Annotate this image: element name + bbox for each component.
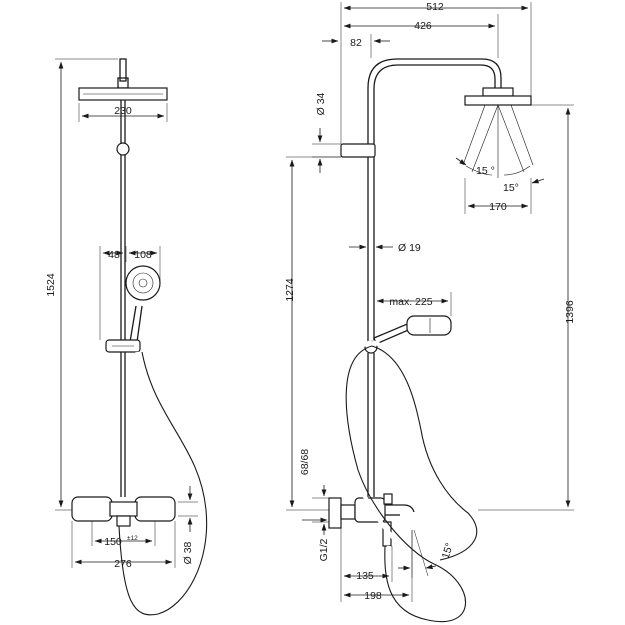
front-dimensions: 1524 230 48 108 150 ±12 276 xyxy=(45,58,198,570)
side-dimensions: 512 426 82 Ø 34 Ø 19 1274 xyxy=(284,1,576,602)
dim-arm-reach: 426 xyxy=(414,20,432,32)
dim-valve-spacing: 150 xyxy=(104,536,122,548)
dim-connection-spacing: 68/68 xyxy=(299,449,311,475)
dim-total-height: 1524 xyxy=(45,273,57,297)
front-hose xyxy=(118,351,208,616)
dim-spray-angle-a: 15 ° xyxy=(476,165,495,177)
side-spray-pattern xyxy=(462,104,534,178)
dim-handshower-offset: 48 xyxy=(108,249,120,261)
dim-handshower-diameter: 108 xyxy=(134,249,152,261)
dim-valve-tolerance: ±12 xyxy=(127,535,138,542)
dim-riser-diameter: Ø 19 xyxy=(398,242,421,254)
dim-total-projection: 512 xyxy=(426,1,444,13)
dim-spout-length: 198 xyxy=(364,590,382,602)
side-shower-column xyxy=(328,58,532,547)
dim-head-height: 1396 xyxy=(564,300,576,324)
front-shower-column xyxy=(78,58,168,497)
dim-wall-offset: 82 xyxy=(350,37,362,49)
dim-spray-angle-b: 15° xyxy=(503,182,519,194)
dim-valve-width: 276 xyxy=(114,558,132,570)
dim-spout-angle: 15° xyxy=(440,542,456,561)
front-hand-shower xyxy=(105,265,161,353)
dim-rail-height: 1274 xyxy=(284,278,296,302)
front-thermostat-valve xyxy=(71,496,176,527)
dim-thread: G1/2 xyxy=(318,538,330,561)
dim-head-diameter: 230 xyxy=(114,105,132,117)
dim-valve-diameter: Ø 38 xyxy=(182,541,194,564)
front-view: 1524 230 48 108 150 ±12 276 xyxy=(45,58,208,616)
side-view: 512 426 82 Ø 34 Ø 19 1274 xyxy=(284,1,576,623)
side-hand-shower xyxy=(373,315,452,345)
dim-head-width: 170 xyxy=(489,201,507,213)
dim-pipe-diameter: Ø 34 xyxy=(315,92,327,115)
dim-spout-reach: 135 xyxy=(356,570,374,582)
dim-hand-reach: max. 225 xyxy=(389,296,432,308)
